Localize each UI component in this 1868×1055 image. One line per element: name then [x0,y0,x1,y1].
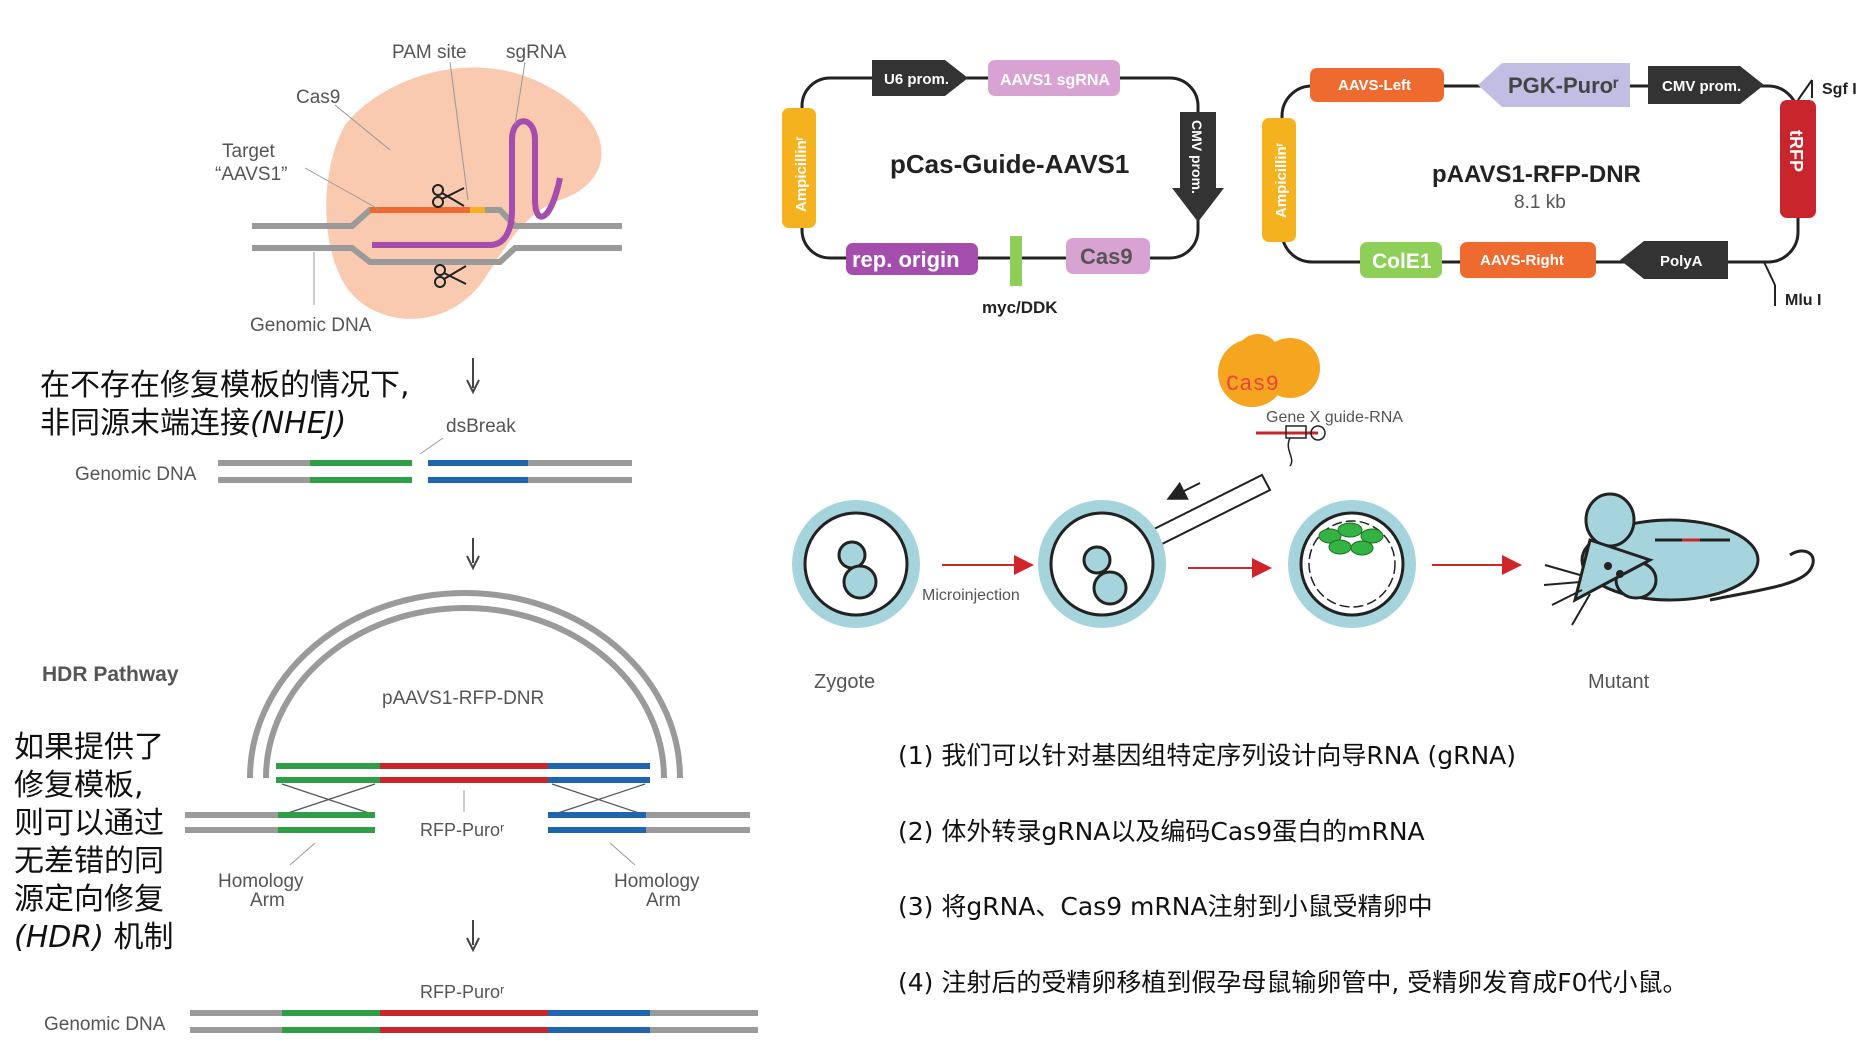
plasmid-paavs1-rfp-dnr-map: pAAVS1-RFP-DNR 8.1 kb AAVS-Left PGK-Puro… [1262,63,1857,309]
plasmid2-size: 8.1 kb [1514,192,1566,213]
zygote-cell [792,500,920,628]
nhej-description-line1: 在不存在修复模板的情况下, [40,368,410,403]
procedure-steps: (1) 我们可以针对基因组特定序列设计向导RNA (gRNA) (2) 体外转录… [898,741,1688,997]
trfp-feature: tRFP [1780,100,1816,218]
crispr-complex-diagram: PAM site sgRNA Cas9 Target “AAVS1” Genom… [215,42,622,336]
hdr-description-line: 无差错的同 [14,844,164,879]
polya-feature: PolyA [1620,241,1728,279]
step-item: (2) 体外转录gRNA以及编码Cas9蛋白的mRNA [898,817,1425,846]
ampicillin-feature-2: Ampicillinʳ [1262,118,1296,242]
rep-origin-feature: rep. origin [846,243,978,275]
mutant-mouse-icon [1543,492,1815,626]
flow-arrow-down [466,920,480,953]
myc-ddk-label: myc/DDK [982,298,1058,317]
guide-rna-label: Gene X guide-RNA [1266,409,1403,426]
target-label-line2: “AAVS1” [215,164,288,185]
cas9-protein-blob [326,67,602,319]
nhej-genomic-dna-label: Genomic DNA [75,464,197,485]
svg-text:AAVS1 sgRNA: AAVS1 sgRNA [1000,72,1110,89]
donor-plasmid-label: pAAVS1-RFP-DNR [382,688,544,709]
result-insert-label: RFP-Puroʳ [420,982,504,1002]
svg-text:PolyA: PolyA [1660,253,1703,270]
scissors-icon [432,184,465,208]
homology-arm-right-label: Arm [646,890,681,911]
blastocyst-cell [1288,500,1416,628]
aavs-left-feature: AAVS-Left [1310,68,1444,102]
insert-label: RFP-Puroʳ [420,820,504,840]
flow-arrow-down [466,538,480,571]
step-item: (4) 注射后的受精卵移植到假孕母鼠输卵管中, 受精卵发育成F0代小鼠。 [898,968,1688,997]
plasmid-pcas-guide-map: pCas-Guide-AAVS1 U6 prom. AAVS1 sgRNA CM… [782,60,1224,317]
step-item: (1) 我们可以针对基因组特定序列设计向导RNA (gRNA) [898,741,1516,770]
svg-text:rep. origin: rep. origin [852,247,960,272]
homology-arm-left-label: Arm [250,890,285,911]
cas9-protein-icon: Cas9 [1218,334,1320,407]
svg-text:tRFP: tRFP [1786,130,1806,172]
svg-text:Ampicillinʳ: Ampicillinʳ [1273,142,1290,218]
myc-ddk-tag [1010,236,1022,286]
homology-arm-left-label: Homology [218,871,304,892]
edited-genome: RFP-Puroʳ Genomic DNA [44,982,758,1035]
microinjection-diagram: Cas9 Gene X guide-RNA Microinjection [792,334,1815,693]
svg-text:ColE1: ColE1 [1372,250,1432,273]
dsbreak-label: dsBreak [446,416,516,437]
u6-promoter-feature: U6 prom. [872,60,968,96]
nhej-section: 在不存在修复模板的情况下, 非同源末端连接(NHEJ) dsBreak Geno… [40,368,632,485]
hdr-section: HDR Pathway 如果提供了 修复模板, 则可以通过 无差错的同 源定向修… [14,590,750,955]
ampicillin-feature: Ampicillinʳ [782,108,816,228]
hdr-description-line: 则可以通过 [14,806,164,841]
hdr-pathway-title: HDR Pathway [42,663,179,686]
microinjection-label: Microinjection [922,587,1020,604]
pgk-puro-feature: PGK-Puroʳ [1478,63,1630,107]
svg-text:CMV prom.: CMV prom. [1662,78,1741,95]
genomic-dna-label: Genomic DNA [250,315,372,336]
cmv-promoter-feature-2: CMV prom. [1648,66,1764,104]
guide-rna-icon [1256,425,1326,467]
cas9-feature: Cas9 [1066,238,1150,274]
sgf-site-label: Sgf I [1822,81,1857,98]
mutant-label: Mutant [1588,671,1650,693]
plasmid1-name: pCas-Guide-AAVS1 [890,149,1129,179]
plasmid2-name: pAAVS1-RFP-DNR [1432,161,1641,188]
donor-plasmid-arch [247,590,683,779]
scissors-icon [434,264,467,288]
svg-text:Cas9: Cas9 [1226,372,1279,397]
cas9-label: Cas9 [296,87,340,108]
sgrna-label: sgRNA [506,42,567,63]
step-item: (3) 将gRNA、Cas9 mRNA注射到小鼠受精卵中 [898,892,1433,921]
svg-text:AAVS-Left: AAVS-Left [1338,77,1411,94]
target-label-line1: Target [222,141,276,162]
svg-text:Ampicillinʳ: Ampicillinʳ [793,136,810,212]
svg-text:PGK-Puroʳ: PGK-Puroʳ [1508,73,1619,98]
homology-arm-right-label: Homology [614,871,700,892]
result-genomic-dna-label: Genomic DNA [44,1014,166,1035]
aavs1-sgrna-feature: AAVS1 sgRNA [988,60,1120,96]
hdr-description-line: 修复模板, [14,768,144,803]
sgrna-strand [372,118,563,248]
hdr-description: 如果提供了 修复模板, 则可以通过 无差错的同 源定向修复 (HDR) 机制 [14,730,173,955]
svg-text:CMV prom.: CMV prom. [1189,120,1205,194]
injected-zygote-cell [1038,500,1166,628]
mlu-site-label: Mlu I [1785,292,1821,309]
cole1-feature: ColE1 [1360,242,1442,278]
svg-text:Cas9: Cas9 [1080,244,1133,269]
zygote-label: Zygote [814,671,875,693]
nhej-description-line2: 非同源末端连接(NHEJ) [40,406,346,441]
aavs-right-feature: AAVS-Right [1460,242,1596,278]
hdr-description-line: (HDR) 机制 [14,920,173,955]
broken-dna [218,460,632,483]
svg-text:U6 prom.: U6 prom. [884,71,949,88]
svg-text:AAVS-Right: AAVS-Right [1480,252,1564,269]
dna-bottom-strand [252,245,622,265]
hdr-description-line: 如果提供了 [14,730,164,765]
flow-arrow-down [466,358,480,395]
pam-site-label: PAM site [392,42,467,63]
hdr-description-line: 源定向修复 [14,882,164,917]
cmv-promoter-feature: CMV prom. [1172,112,1224,222]
